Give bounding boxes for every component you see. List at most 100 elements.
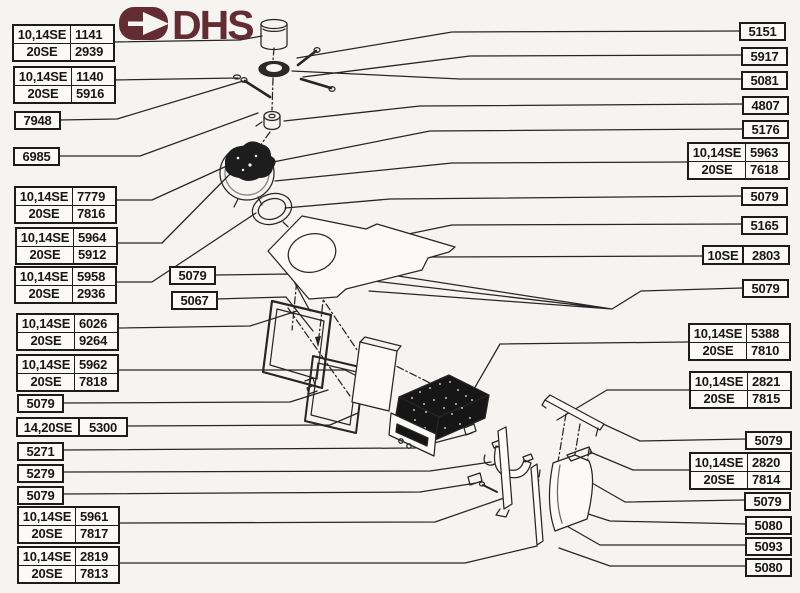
part-cell: 1140	[72, 68, 114, 86]
part-label-box: 4807	[742, 96, 789, 115]
gasket-frame-part	[261, 299, 333, 395]
part-cell: 5963	[746, 144, 788, 162]
gasket-ring-part	[251, 192, 293, 226]
part-label-box: 10,14SE 7779 20SE 7816	[14, 186, 117, 224]
grommet-part	[258, 60, 290, 78]
part-label-box: 5080	[745, 516, 792, 535]
model-cell: 20SE	[15, 85, 72, 102]
model-cell: 10,14SE	[16, 268, 73, 286]
part-cell: 2936	[77, 286, 106, 302]
part-label-box: 5079	[745, 431, 792, 450]
part-label-box: 5176	[742, 120, 789, 139]
u-clamp-part	[491, 439, 534, 479]
mounting-plate-part	[267, 215, 456, 300]
model-cell: 20SE	[17, 246, 74, 263]
part-cell: 5067	[180, 293, 209, 308]
model-cell: 10,14SE	[689, 144, 746, 162]
part-cell: 5081	[750, 73, 779, 88]
model-cell: 20SE	[16, 285, 73, 302]
part-label-box: 5079	[169, 266, 216, 285]
model-cell: 20SE	[14, 43, 71, 60]
logo-text: DHS	[172, 3, 253, 45]
part-cell: 2820	[748, 454, 790, 472]
model-cell: 20SE	[691, 471, 748, 488]
part-label-box: 14,20SE 5300	[16, 417, 128, 437]
part-cell: 5079	[751, 281, 780, 296]
part-cell: 5958	[73, 268, 115, 286]
part-label-box: 5151	[739, 22, 786, 41]
model-cell: 10,14SE	[16, 188, 73, 206]
baffle-plate-part	[351, 336, 402, 412]
model-cell: 20SE	[19, 565, 76, 582]
model-cell: 10,14SE	[17, 229, 74, 247]
part-label-box: 10,14SE 5962 20SE 7818	[16, 354, 119, 392]
part-cell: 5962	[75, 356, 117, 374]
part-cell: 5279	[26, 466, 55, 481]
part-cell: 5961	[76, 508, 118, 526]
part-label-box: 5279	[17, 464, 64, 483]
part-label-box: 10,14SE 2820 20SE 7814	[689, 452, 792, 490]
part-cell: 2803	[751, 247, 781, 263]
cap-part	[260, 18, 288, 51]
part-cell: 5300	[88, 419, 118, 435]
part-label-box: 10,14SE 5388 20SE 7810	[688, 323, 791, 361]
part-cell: 5165	[750, 218, 779, 233]
part-cell: 5079	[750, 189, 779, 204]
part-label-box: 10,14SE 2819 20SE 7813	[17, 546, 120, 584]
part-cell: 2821	[748, 373, 790, 391]
part-label-box: 10,14SE 5958 20SE 2936	[14, 266, 117, 304]
part-label-box: 5081	[741, 71, 788, 90]
part-cell: 9264	[79, 333, 108, 349]
part-cell: 5271	[26, 444, 55, 459]
valve-fitting-part	[255, 110, 281, 131]
side-plate-part	[495, 426, 544, 546]
part-cell: 5079	[754, 433, 783, 448]
part-label-box: 5080	[745, 558, 792, 577]
part-cell: 6985	[22, 149, 51, 164]
model-cell: 10,14SE	[691, 454, 748, 472]
model-cell: 10,14SE	[691, 373, 748, 391]
part-label-box: 5165	[741, 216, 788, 235]
part-label-box: 10,14SE 5963 20SE 7618	[687, 142, 790, 180]
part-cell: 7814	[752, 472, 781, 488]
model-cell: 10SE	[704, 247, 744, 263]
part-cell: 5964	[74, 229, 116, 247]
model-cell: 20SE	[18, 373, 75, 390]
part-cell: 7779	[73, 188, 115, 206]
part-label-box: 10SE 2803	[702, 245, 790, 265]
part-label-box: 10,14SE 1141 20SE 2939	[12, 24, 115, 62]
motor-part	[219, 141, 276, 208]
part-cell: 5080	[754, 518, 783, 533]
part-label-box: 5917	[741, 47, 788, 66]
part-cell: 7818	[79, 374, 108, 390]
heater-element-part	[388, 374, 490, 457]
part-label-box: 5079	[17, 486, 64, 505]
part-label-box: 10,14SE 5961 20SE 7817	[17, 506, 120, 544]
part-cell: 5079	[26, 488, 55, 503]
model-cell: 10,14SE	[15, 68, 72, 86]
model-cell: 14,20SE	[18, 419, 80, 435]
part-cell: 4807	[751, 98, 780, 113]
part-label-box: 5079	[17, 394, 64, 413]
part-cell: 5151	[748, 24, 777, 39]
part-cell: 5079	[26, 396, 55, 411]
model-cell: 20SE	[18, 332, 75, 349]
part-label-box: 5067	[171, 291, 218, 310]
part-cell: 7815	[752, 391, 781, 407]
part-label-box: 5271	[17, 442, 64, 461]
model-cell: 10,14SE	[690, 325, 747, 343]
part-label-box: 5093	[745, 537, 792, 556]
model-cell: 20SE	[689, 161, 746, 178]
part-cell: 7813	[80, 566, 109, 582]
part-label-box: 5079	[744, 492, 791, 511]
part-cell: 5079	[178, 268, 207, 283]
leader-lines-right	[272, 30, 747, 567]
small-bracket-parts	[463, 423, 498, 493]
part-cell: 2939	[75, 44, 104, 60]
part-cell: 5080	[754, 560, 783, 575]
part-label-box: 6985	[13, 147, 60, 166]
screw-parts	[232, 46, 336, 99]
model-cell: 20SE	[16, 205, 73, 222]
